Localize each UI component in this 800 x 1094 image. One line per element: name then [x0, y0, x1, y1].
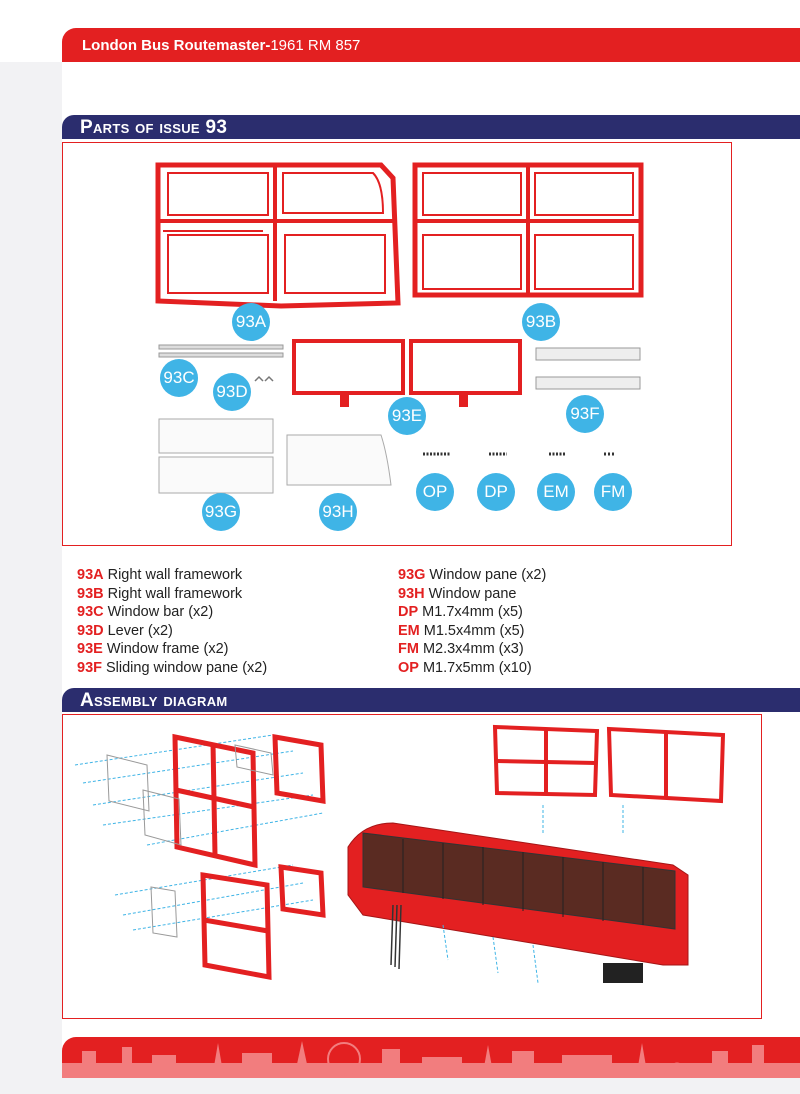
page-margin-left	[0, 62, 62, 1094]
part-93d-levers	[254, 375, 274, 382]
bubble-em: EM	[537, 473, 575, 511]
assembly-step-1	[74, 733, 326, 869]
assembly-section-bar: Assembly diagram	[62, 688, 800, 712]
london-skyline-icon	[62, 1041, 800, 1078]
header-title-rest: 1961 RM 857	[270, 37, 361, 54]
part-93a-wall-frame	[155, 162, 401, 309]
header-title-bold: London Bus Routemaster-	[82, 37, 271, 54]
assembly-section-title: Assembly diagram	[80, 690, 228, 711]
bubble-93c: 93C	[160, 359, 198, 397]
bubble-93b: 93B	[522, 303, 560, 341]
parts-panel: 93A 93B 93C 93D 93E 93F 93G 93H OP DP EM…	[62, 142, 732, 546]
part-93f-sliding-panes	[535, 347, 641, 390]
assembly-panel	[62, 714, 762, 1019]
assembly-bus-body	[347, 822, 689, 984]
assembly-step-3	[492, 724, 726, 833]
part-93b-wall-frame	[412, 162, 644, 298]
part-93h-window-pane	[286, 434, 392, 486]
bubble-93e: 93E	[388, 397, 426, 435]
part-93e-window-frames	[292, 339, 522, 407]
bubble-dp: DP	[477, 473, 515, 511]
footer-skyline-bar	[62, 1037, 800, 1078]
assembly-illustration	[74, 724, 726, 984]
bubble-93g: 93G	[202, 493, 240, 531]
part-93g-window-panes	[158, 418, 274, 494]
part-93c-window-bars	[158, 344, 284, 358]
header-title: London Bus Routemaster-1961 RM 857	[82, 37, 360, 54]
bubble-93h: 93H	[319, 493, 357, 531]
parts-section-title: Parts of issue 93	[80, 117, 228, 138]
bubble-93a: 93A	[232, 303, 270, 341]
assembly-step-2	[114, 864, 326, 981]
parts-section-bar: Parts of issue 93	[62, 115, 800, 139]
bubble-93f: 93F	[566, 395, 604, 433]
bubble-op: OP	[416, 473, 454, 511]
parts-illustration	[155, 162, 644, 494]
bubble-fm: FM	[594, 473, 632, 511]
bubble-93d: 93D	[213, 373, 251, 411]
header-bar: London Bus Routemaster-1961 RM 857	[62, 28, 800, 62]
page-margin-bottom	[0, 1078, 800, 1094]
